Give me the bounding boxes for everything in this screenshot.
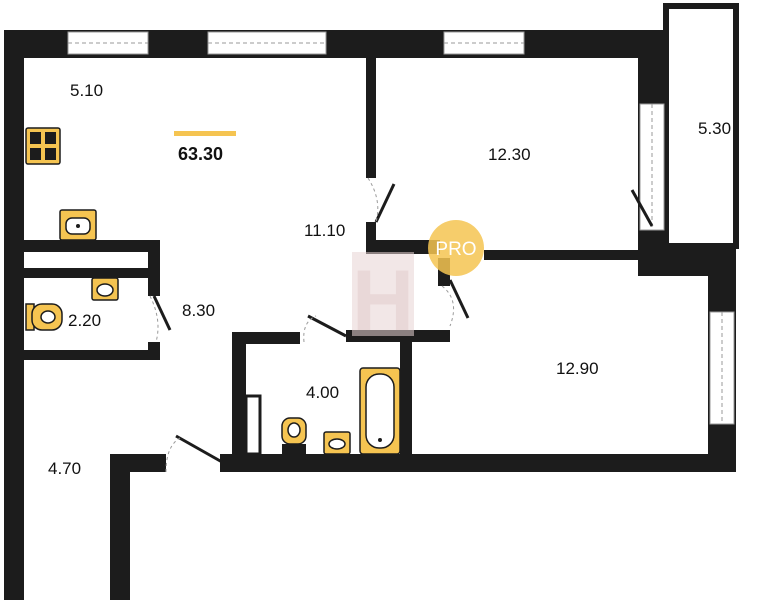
wc-wall-mid <box>24 268 160 278</box>
door-bedroom-top <box>374 183 396 223</box>
windows <box>67 31 735 425</box>
room-area-corridor: 8.30 <box>182 301 215 320</box>
watermark-letter: H <box>352 253 414 349</box>
total-area-underline <box>174 131 236 136</box>
room-labels: 5.10 11.10 12.30 5.30 2.20 8.30 4.00 12.… <box>48 81 731 478</box>
outer-wall-bottom <box>220 454 736 472</box>
door-bathroom <box>307 314 347 338</box>
door-bedroom-bottom <box>448 279 470 319</box>
partition-hall-stub <box>366 222 376 250</box>
watermark: H <box>352 252 414 349</box>
room-area-bathroom: 4.00 <box>306 383 339 402</box>
window-kitchen-1 <box>67 31 149 55</box>
door-entrance <box>175 434 223 464</box>
bath-wall-right <box>400 330 412 460</box>
outer-wall-left <box>4 30 24 600</box>
fixtures <box>25 127 401 455</box>
wc-wall-right-upper <box>148 240 160 296</box>
corner-block <box>638 248 736 276</box>
stove-icon <box>25 127 61 165</box>
doors <box>149 177 654 473</box>
toilet-icon <box>25 303 63 331</box>
wall-between-bedrooms-right <box>484 250 644 260</box>
window-bedroom-top <box>443 31 525 55</box>
wc-wall-top <box>24 240 160 252</box>
wc-wall-bottom <box>24 350 160 360</box>
total-area-value: 63.30 <box>178 144 223 164</box>
kitchen-sink-icon <box>59 209 97 241</box>
room-area-entrance: 4.70 <box>48 459 81 478</box>
room-area-wc: 2.20 <box>68 311 101 330</box>
toilet-icon <box>281 417 307 454</box>
pro-badge: PRO <box>428 220 484 276</box>
washbasin-icon <box>323 431 351 455</box>
door-wc <box>152 295 172 331</box>
room-area-balcony: 5.30 <box>698 119 731 138</box>
washbasin-icon <box>91 277 119 301</box>
total-area: 63.30 <box>174 131 236 164</box>
room-area-bedroom-top: 12.30 <box>488 145 531 164</box>
room-area-hall: 11.10 <box>304 221 345 240</box>
shaft <box>244 394 262 456</box>
bathtub-icon <box>359 367 401 455</box>
entrance-wall-right <box>110 454 130 600</box>
wall-between-bedrooms-left <box>366 240 440 254</box>
partition-kitchen-bedroom <box>366 58 376 178</box>
bath-wall-left <box>232 332 246 460</box>
door-balcony <box>630 189 654 227</box>
balcony-frame <box>663 3 739 249</box>
room-area-kitchen: 5.10 <box>70 81 103 100</box>
room-area-bedroom-bottom: 12.90 <box>556 359 599 378</box>
bath-wall-top <box>232 332 300 344</box>
pro-badge-text: PRO <box>435 239 476 260</box>
